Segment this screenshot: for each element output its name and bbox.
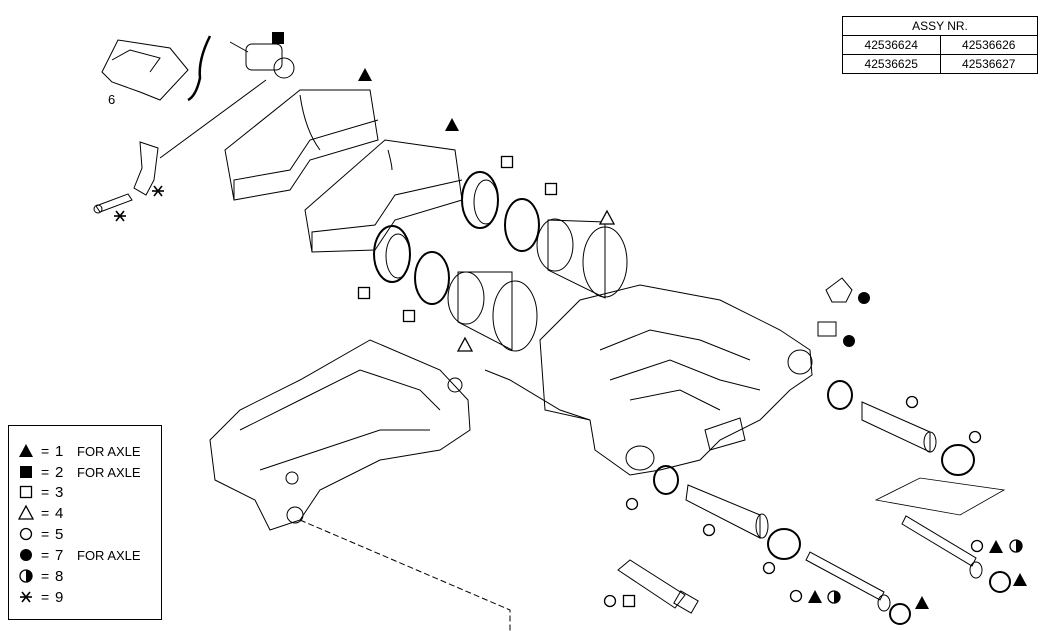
legend-eq: =	[41, 505, 50, 521]
bleeder-screw	[817, 321, 837, 337]
piston-seal-lower	[373, 225, 411, 283]
assy-header: ASSY NR.	[842, 16, 1038, 36]
dust-boot-lower	[414, 251, 450, 305]
legend-row: = 1 FOR AXLE	[17, 441, 141, 461]
assy-number: 42536627	[939, 54, 1038, 74]
legend-number: 9	[55, 588, 64, 606]
legend-note: FOR AXLE	[77, 443, 141, 459]
screw	[93, 193, 133, 214]
half-circle-icon	[19, 569, 33, 583]
guide-pin	[861, 401, 937, 453]
piston-upper	[536, 218, 628, 299]
legend-row: = 7 FOR AXLE	[17, 545, 141, 565]
bushing	[767, 528, 801, 560]
leader-line	[874, 477, 1006, 516]
cap	[889, 603, 911, 625]
legend-number: 1	[55, 442, 64, 460]
legend-row: = 2 FOR AXLE	[17, 462, 141, 482]
wear-indicator-clip	[101, 39, 189, 101]
assy-number: 42536626	[939, 35, 1038, 55]
bushing	[827, 380, 853, 410]
leader-line	[299, 519, 511, 631]
legend-number: 2	[55, 463, 64, 481]
open-triangle-icon	[18, 505, 34, 520]
assy-number: 42536625	[842, 54, 941, 74]
legend-note: FOR AXLE	[77, 464, 141, 480]
caliper-housing	[539, 284, 813, 476]
legend-eq: =	[41, 464, 50, 480]
legend-eq: =	[41, 526, 50, 542]
bushing	[941, 444, 975, 476]
bolt	[901, 515, 983, 579]
legend-row: =5	[17, 524, 77, 544]
open-square-icon	[19, 485, 33, 499]
caliper-carrier	[209, 339, 471, 531]
part-markers	[113, 32, 1027, 609]
bolt	[805, 551, 891, 612]
legend-eq: =	[41, 568, 50, 584]
legend-number: 4	[55, 504, 64, 522]
asterisk-icon	[19, 591, 33, 603]
dust-boot-upper	[504, 198, 540, 252]
guide-pin	[685, 484, 769, 539]
wear-sensor	[229, 41, 295, 79]
legend-note: FOR AXLE	[77, 547, 141, 563]
filled-triangle-icon	[19, 444, 33, 457]
bracket-plate	[133, 141, 159, 196]
legend-number: 8	[55, 567, 64, 585]
legend-row: =8	[17, 566, 77, 586]
legend-eq: =	[41, 547, 50, 563]
bleeder-cap	[825, 277, 853, 303]
legend-number: 3	[55, 483, 64, 501]
piston-seal-upper	[461, 171, 499, 229]
leader-line	[484, 369, 591, 421]
legend-eq: =	[41, 443, 50, 459]
legend-row: =4	[17, 503, 77, 523]
legend-eq: =	[41, 589, 50, 605]
open-circle-icon	[19, 527, 33, 541]
bushing	[653, 465, 679, 495]
legend-number: 5	[55, 525, 64, 543]
legend-eq: =	[41, 484, 50, 500]
brake-pad-outer	[224, 89, 379, 201]
legend-number: 7	[55, 546, 64, 564]
legend-row: =3	[17, 482, 77, 502]
assy-number: 42536624	[842, 35, 941, 55]
sensor-cable	[187, 35, 212, 102]
part-number-label: 6	[108, 92, 116, 107]
filled-circle-icon	[20, 549, 32, 561]
leader-line	[159, 79, 267, 159]
cap	[989, 571, 1011, 593]
legend-row: =9	[17, 587, 77, 607]
brake-pad-inner	[304, 139, 463, 253]
grease-tube	[617, 559, 699, 614]
filled-square-icon	[20, 466, 32, 478]
piston-lower	[447, 271, 538, 352]
